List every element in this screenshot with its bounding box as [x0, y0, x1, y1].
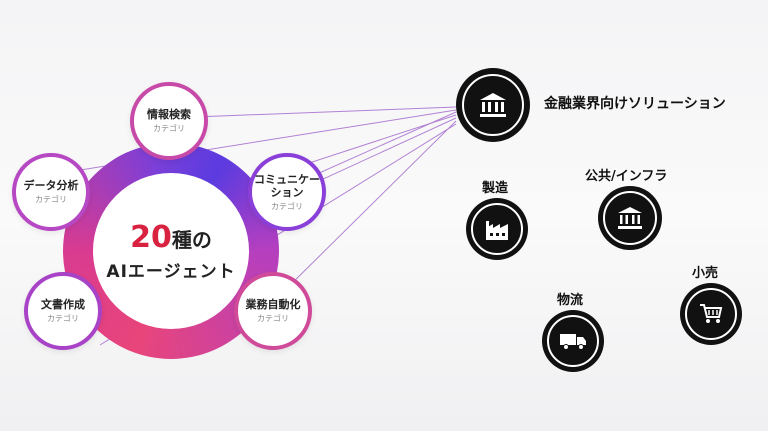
agent-subtitle: AIエージェント — [106, 262, 236, 282]
agent-count: 20 — [130, 220, 172, 255]
category-title: 文書作成 — [41, 298, 85, 311]
category-communication[interactable]: コミュニケー ション カテゴリ — [248, 153, 326, 231]
industry-manufacturing-button[interactable] — [466, 198, 528, 260]
industry-public-button[interactable] — [598, 186, 662, 250]
category-title-line2: ション — [270, 185, 304, 199]
category-title: 情報検索 — [147, 108, 191, 121]
industry-retail-button[interactable] — [680, 283, 742, 345]
agent-count-unit: 種の — [171, 228, 212, 252]
bank-icon — [480, 93, 506, 117]
shopping-cart-icon — [700, 304, 723, 323]
industry-finance-label: 金融業界向けソリューション — [544, 96, 726, 112]
agent-core: 20種の AIエージェント — [93, 173, 249, 329]
factory-icon — [486, 221, 508, 240]
industry-manufacturing-label: 製造 — [482, 181, 509, 196]
government-building-icon — [618, 207, 642, 229]
category-business-automation[interactable]: 業務自動化 カテゴリ — [234, 272, 312, 350]
industry-logistics-label: 物流 — [557, 293, 584, 308]
industry-logistics-button[interactable] — [542, 310, 604, 372]
category-tag: カテゴリ — [35, 195, 67, 204]
category-tag: カテゴリ — [257, 314, 289, 323]
category-tag: カテゴリ — [47, 314, 79, 323]
truck-icon — [560, 334, 586, 350]
category-title: データ分析 — [23, 179, 79, 192]
industry-retail-label: 小売 — [692, 266, 719, 281]
category-title-line1: コミュニケー — [254, 172, 320, 186]
category-title: 業務自動化 — [245, 298, 301, 311]
industry-public-label: 公共/インフラ — [585, 169, 668, 184]
category-data-analysis[interactable]: データ分析 カテゴリ — [12, 153, 90, 231]
category-tag: カテゴリ — [271, 201, 303, 211]
category-tag: カテゴリ — [153, 124, 185, 133]
category-document-writing[interactable]: 文書作成 カテゴリ — [24, 272, 102, 350]
category-info-search[interactable]: 情報検索 カテゴリ — [130, 82, 208, 160]
industry-finance-button[interactable] — [456, 68, 530, 142]
